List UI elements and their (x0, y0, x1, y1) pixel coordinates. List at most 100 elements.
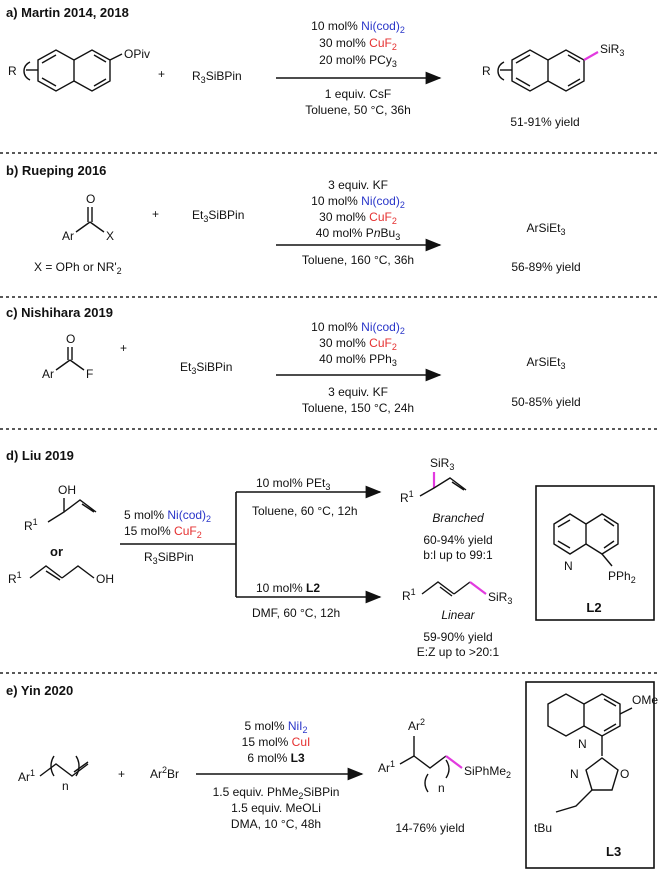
svg-text:Ar: Ar (42, 367, 54, 381)
yield-c: 50-85% yield (511, 395, 580, 409)
product-branched: SiR3 R1 (400, 456, 467, 505)
ligand-a: 20 mol% PCy3 (319, 53, 397, 69)
yield-e: 14-76% yield (395, 821, 464, 835)
section-c-label: c) Nishihara 2019 (6, 305, 113, 320)
substrate-terminal-alkene: Ar1 n (18, 755, 89, 793)
section-e: e) Yin 2020 Ar1 n + Ar2Br 5 mol% NiI2 15… (6, 681, 658, 869)
svg-text:OH: OH (96, 572, 114, 586)
selectivity-d-bottom: E:Z up to >20:1 (417, 645, 500, 659)
catalyst-ni-d: 5 mol% Ni(cod)2 (124, 508, 211, 524)
silylborane-reagent: Et3SiBPin (192, 208, 244, 224)
plus-sign: + (120, 341, 127, 355)
svg-text:Ar1: Ar1 (18, 768, 35, 784)
svg-text:O: O (620, 767, 629, 781)
svg-text:N: N (578, 737, 587, 751)
product-branched-name: Branched (432, 511, 484, 525)
catalyst-cu-a: 30 mol% CuF2 (319, 36, 397, 52)
conditions-c: Toluene, 150 °C, 24h (302, 401, 414, 415)
svg-text:R1: R1 (8, 570, 22, 586)
silylborane-reagent: R3SiBPin (144, 550, 194, 566)
catalyst-cu-e: 15 mol% CuI (242, 735, 311, 749)
plus-sign: + (158, 67, 165, 81)
catalyst-ni-c: 10 mol% Ni(cod)2 (311, 320, 405, 336)
substrate-acyl-x: O Ar X X = OPh or NR'2 (34, 192, 122, 276)
ligand-b: 40 mol% PnBu3 (316, 226, 400, 242)
ligand-l2-box: N PPh2 L2 (535, 485, 655, 621)
plus-sign: + (152, 207, 159, 221)
product-linear: R1 SiR3 (402, 581, 512, 606)
conditions-e: DMA, 10 °C, 48h (231, 817, 321, 831)
substrate-naphthyl-opiv: OPiv R (8, 47, 150, 92)
svg-text:SiPhMe2: SiPhMe2 (464, 764, 511, 780)
ligand-d-top: 10 mol% PEt3 (256, 476, 330, 492)
substrate-allylic-alcohol-branched: OH R1 (24, 483, 97, 533)
yield-d-bottom: 59-90% yield (423, 630, 492, 644)
svg-text:Ar1: Ar1 (378, 759, 395, 775)
svg-text:F: F (86, 367, 93, 381)
product-alkylsilane: Ar2 Ar1 n SiPhMe2 (378, 717, 511, 795)
svg-text:tBu: tBu (534, 821, 552, 835)
silane-reagent-e: 1.5 equiv. PhMe2SiBPin (213, 785, 340, 801)
additive-c: 3 equiv. KF (328, 385, 388, 399)
catalyst-ni-e: 5 mol% NiI2 (244, 719, 307, 735)
additive-b: 3 equiv. KF (328, 178, 388, 192)
additive-a: 1 equiv. CsF (325, 87, 391, 101)
catalyst-cu-d: 15 mol% CuF2 (124, 524, 202, 540)
ligand-c: 40 mol% PPh3 (319, 352, 397, 368)
svg-text:X: X (106, 229, 114, 243)
product-c: ArSiEt3 (526, 355, 565, 371)
svg-text:O: O (86, 192, 95, 206)
substrate-r-group: R (8, 64, 17, 78)
substrate-allylic-alcohol-linear: R1 OH (8, 565, 114, 586)
selectivity-d-top: b:l up to 99:1 (423, 548, 493, 562)
svg-text:R1: R1 (24, 517, 38, 533)
ligand-l3-label: L3 (606, 844, 621, 859)
svg-text:R1: R1 (402, 587, 416, 603)
yield-d-top: 60-94% yield (423, 533, 492, 547)
substrate-acyl-fluoride: O Ar F (42, 332, 93, 381)
product-b: ArSiEt3 (526, 221, 565, 237)
section-a-label: a) Martin 2014, 2018 (6, 5, 129, 20)
section-b: b) Rueping 2016 O Ar X X = OPh or NR'2 +… (6, 163, 581, 276)
catalyst-ni-b: 10 mol% Ni(cod)2 (311, 194, 405, 210)
conditions-d-bottom: DMF, 60 °C, 12h (252, 606, 340, 620)
svg-text:SiR3: SiR3 (430, 456, 454, 472)
conditions-d-top: Toluene, 60 °C, 12h (252, 504, 358, 518)
section-d-label: d) Liu 2019 (6, 448, 74, 463)
svg-text:Ar: Ar (62, 229, 74, 243)
ligand-d-bottom: 10 mol% L2 (256, 581, 320, 595)
product-r-group: R (482, 64, 491, 78)
silylborane-reagent: R3SiBPin (192, 69, 242, 85)
silylborane-reagent: Et3SiBPin (180, 360, 232, 376)
svg-text:n: n (62, 779, 69, 793)
svg-text:OMe: OMe (632, 693, 658, 707)
product-silyl-group: SiR3 (600, 42, 624, 58)
svg-text:O: O (66, 332, 75, 346)
svg-text:R1: R1 (400, 489, 414, 505)
conditions-b: Toluene, 160 °C, 36h (302, 253, 414, 267)
section-b-label: b) Rueping 2016 (6, 163, 106, 178)
catalyst-cu-b: 30 mol% CuF2 (319, 210, 397, 226)
conditions-a: Toluene, 50 °C, 36h (305, 103, 411, 117)
or-label: or (50, 544, 63, 559)
svg-text:PPh2: PPh2 (608, 569, 636, 585)
product-linear-name: Linear (441, 608, 475, 622)
substrate-x-note: X = OPh or NR'2 (34, 260, 122, 276)
base-e: 1.5 equiv. MeOLi (231, 801, 321, 815)
ligand-e: 6 mol% L3 (247, 751, 305, 765)
section-c: c) Nishihara 2019 O Ar F + Et3SiBPin 10 … (6, 305, 581, 415)
section-a: a) Martin 2014, 2018 OPiv R + R3SiBPin 1… (6, 5, 624, 129)
svg-text:Ar2: Ar2 (408, 717, 425, 733)
ligand-l3-box: N OMe O N tBu L3 (525, 681, 658, 869)
aryl-bromide: Ar2Br (150, 765, 179, 781)
catalyst-ni-a: 10 mol% Ni(cod)2 (311, 19, 405, 35)
yield-a: 51-91% yield (510, 115, 579, 129)
yield-b: 56-89% yield (511, 260, 580, 274)
product-naphthyl-silane: SiR3 R (482, 42, 624, 92)
svg-text:N: N (570, 767, 579, 781)
ligand-l2-label: L2 (586, 600, 601, 615)
plus-sign: + (118, 767, 125, 781)
svg-text:SiR3: SiR3 (488, 590, 512, 606)
opiv-group: OPiv (124, 47, 150, 61)
